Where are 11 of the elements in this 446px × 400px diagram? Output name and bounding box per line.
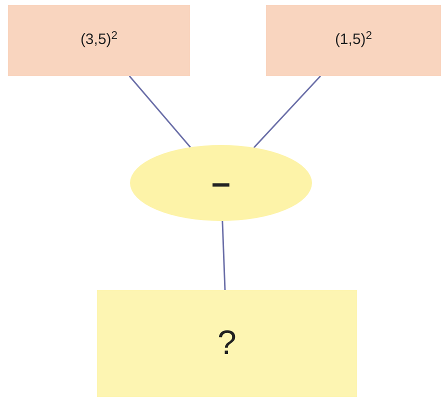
connector-line <box>253 76 322 148</box>
node-label: ? <box>218 323 236 364</box>
connector-line <box>128 76 191 148</box>
term-box <box>8 5 190 76</box>
term-box <box>266 5 441 76</box>
node-label: (3,5)$^{2}$ <box>80 29 118 50</box>
node-label: – <box>212 162 230 204</box>
node-label: (1,5)$^{2}$ <box>334 29 372 50</box>
operator-ellipse <box>130 145 312 221</box>
connector-line <box>222 220 226 290</box>
result-box <box>97 290 357 397</box>
